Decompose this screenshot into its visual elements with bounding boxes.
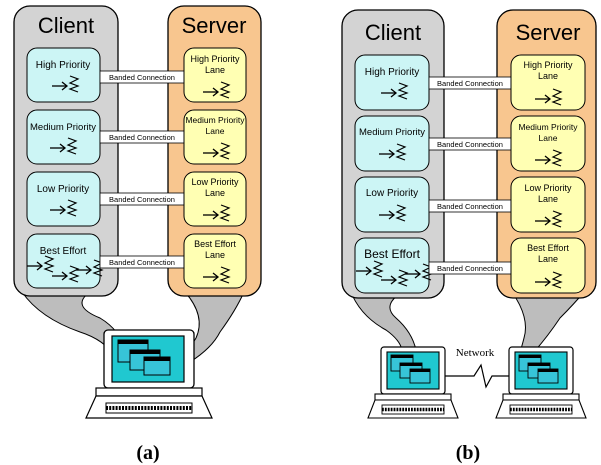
priority-box-a <box>26 109 101 165</box>
lane-box-a <box>183 233 247 289</box>
lane-label-line1-a: Medium Priority <box>185 115 245 125</box>
priority-box-a <box>26 171 101 227</box>
lane-label-line2-b: Lane <box>538 254 558 264</box>
priority-label-a: High Priority <box>36 60 90 71</box>
lane-label-line2-b: Lane <box>538 194 558 204</box>
lane-box-a <box>183 171 247 227</box>
lane-label-line1-a: High Priority <box>190 54 240 64</box>
connection-label-a: Banded Connection <box>109 73 175 82</box>
connection-label-b: Banded Connection <box>437 140 503 149</box>
lane-box-a <box>183 47 247 103</box>
diagram-b: Client Server High Priority Banded Conne… <box>341 9 597 464</box>
lane-label-line2-b: Lane <box>538 71 558 81</box>
priority-label-a: Low Priority <box>37 184 89 195</box>
row-best-effort-b: Best Effort Banded Connection Best Effor… <box>354 237 586 294</box>
connection-label-b: Banded Connection <box>437 202 503 211</box>
lane-label-line2-a: Lane <box>205 65 225 75</box>
server-cable-b <box>511 291 586 353</box>
lane-label-line2-a: Lane <box>205 188 225 198</box>
caption-b: (b) <box>456 442 480 464</box>
lane-label-line2-b: Lane <box>539 133 558 143</box>
priority-label-a: Medium Priority <box>30 122 96 133</box>
caption-a: (a) <box>136 442 159 464</box>
server-label-a: Server <box>182 13 247 38</box>
row-low-priority-b: Low Priority Banded Connection Low Prior… <box>354 176 586 233</box>
priority-box-b <box>354 54 430 111</box>
server-label-b: Server <box>516 20 581 45</box>
row-best-effort-a: Best Effort Banded Connection Best Effor… <box>26 233 247 289</box>
row-high-priority-b: High Priority Banded Connection High Pri… <box>354 54 586 111</box>
network-lightning-icon <box>445 363 509 389</box>
lane-box-a <box>183 109 247 165</box>
client-cable-b <box>349 289 417 351</box>
lane-box-b <box>510 237 586 294</box>
lane-label-line1-b: Low Priority <box>524 183 572 193</box>
connection-label-a: Banded Connection <box>109 133 175 142</box>
row-low-priority-a: Low Priority Banded Connection Low Prior… <box>26 171 247 227</box>
lane-label-line1-a: Best Effort <box>194 239 236 249</box>
priority-label-b: Best Effort <box>364 247 420 261</box>
priority-box-b <box>354 176 430 233</box>
computer-icon <box>367 346 459 419</box>
lane-box-b <box>510 176 586 233</box>
connection-label-a: Banded Connection <box>109 195 175 204</box>
lane-label-line2-a: Lane <box>206 126 225 136</box>
diagram-a: Client Server High Priority Banded Conne… <box>13 5 262 464</box>
lane-label-line1-b: Best Effort <box>527 243 569 253</box>
priority-box-a <box>26 47 101 103</box>
lane-box-b <box>510 54 586 111</box>
computer-icon <box>495 346 587 419</box>
priority-label-a: Best Effort <box>40 246 87 257</box>
lane-label-line2-a: Lane <box>205 250 225 260</box>
lane-label-line1-b: High Priority <box>523 60 573 70</box>
computer-icon <box>85 329 213 419</box>
priority-label-b: High Priority <box>365 67 419 78</box>
priority-label-b: Low Priority <box>366 188 418 199</box>
row-medium-priority-b: Medium Priority Banded Connection Medium… <box>354 115 586 172</box>
row-medium-priority-a: Medium Priority Banded Connection Medium… <box>26 109 247 165</box>
client-label-b: Client <box>365 20 421 45</box>
row-high-priority-a: High Priority Banded Connection High Pri… <box>26 47 247 103</box>
connection-label-b: Banded Connection <box>437 264 503 273</box>
connection-label-b: Banded Connection <box>437 79 503 88</box>
connection-label-a: Banded Connection <box>109 258 175 267</box>
network-label: Network <box>456 347 495 359</box>
priority-box-b <box>354 115 430 172</box>
priority-label-b: Medium Priority <box>359 127 425 138</box>
lane-label-line1-b: Medium Priority <box>518 122 578 132</box>
client-label-a: Client <box>38 13 94 38</box>
lane-box-b <box>510 115 586 172</box>
priority-box-a <box>26 233 101 289</box>
lane-label-line1-a: Low Priority <box>191 177 239 187</box>
